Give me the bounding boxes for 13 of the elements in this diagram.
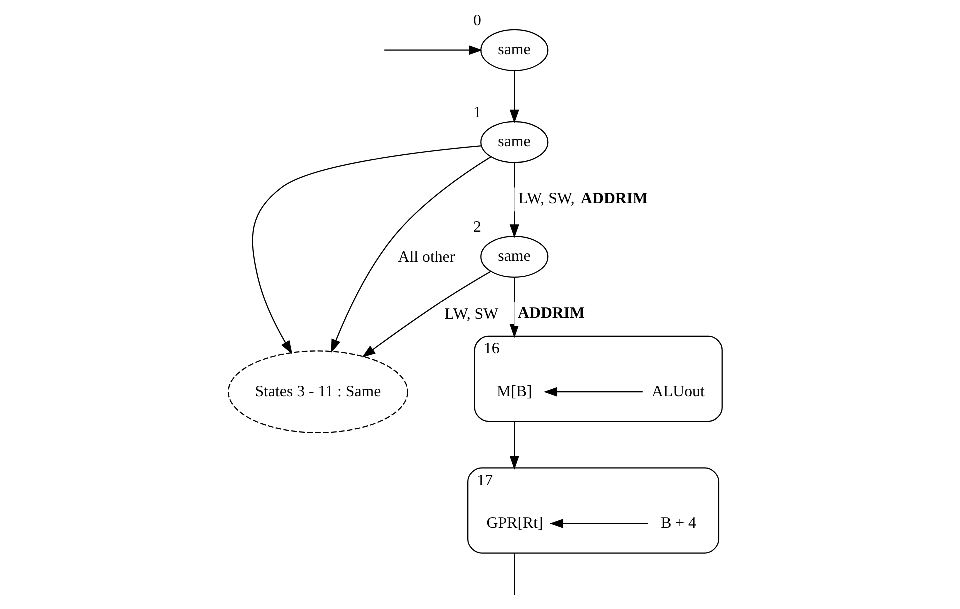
node-label: 2	[473, 219, 482, 236]
node-label: 1	[473, 104, 482, 122]
node-text: ALUout	[652, 383, 705, 400]
node-label: 17	[477, 472, 494, 490]
edge-label: All other	[398, 248, 456, 266]
edge-label: ADDRIM	[518, 304, 586, 322]
node-text: GPR[Rt]	[486, 514, 544, 532]
node-label: 0	[473, 12, 482, 30]
edge-label: LW, SW, ADDRIM	[518, 190, 648, 208]
edge-label: LW, SW	[444, 306, 499, 324]
node-text: B + 4	[661, 514, 696, 532]
node-text: M[B]	[497, 383, 532, 400]
node-label: 16	[484, 340, 500, 358]
